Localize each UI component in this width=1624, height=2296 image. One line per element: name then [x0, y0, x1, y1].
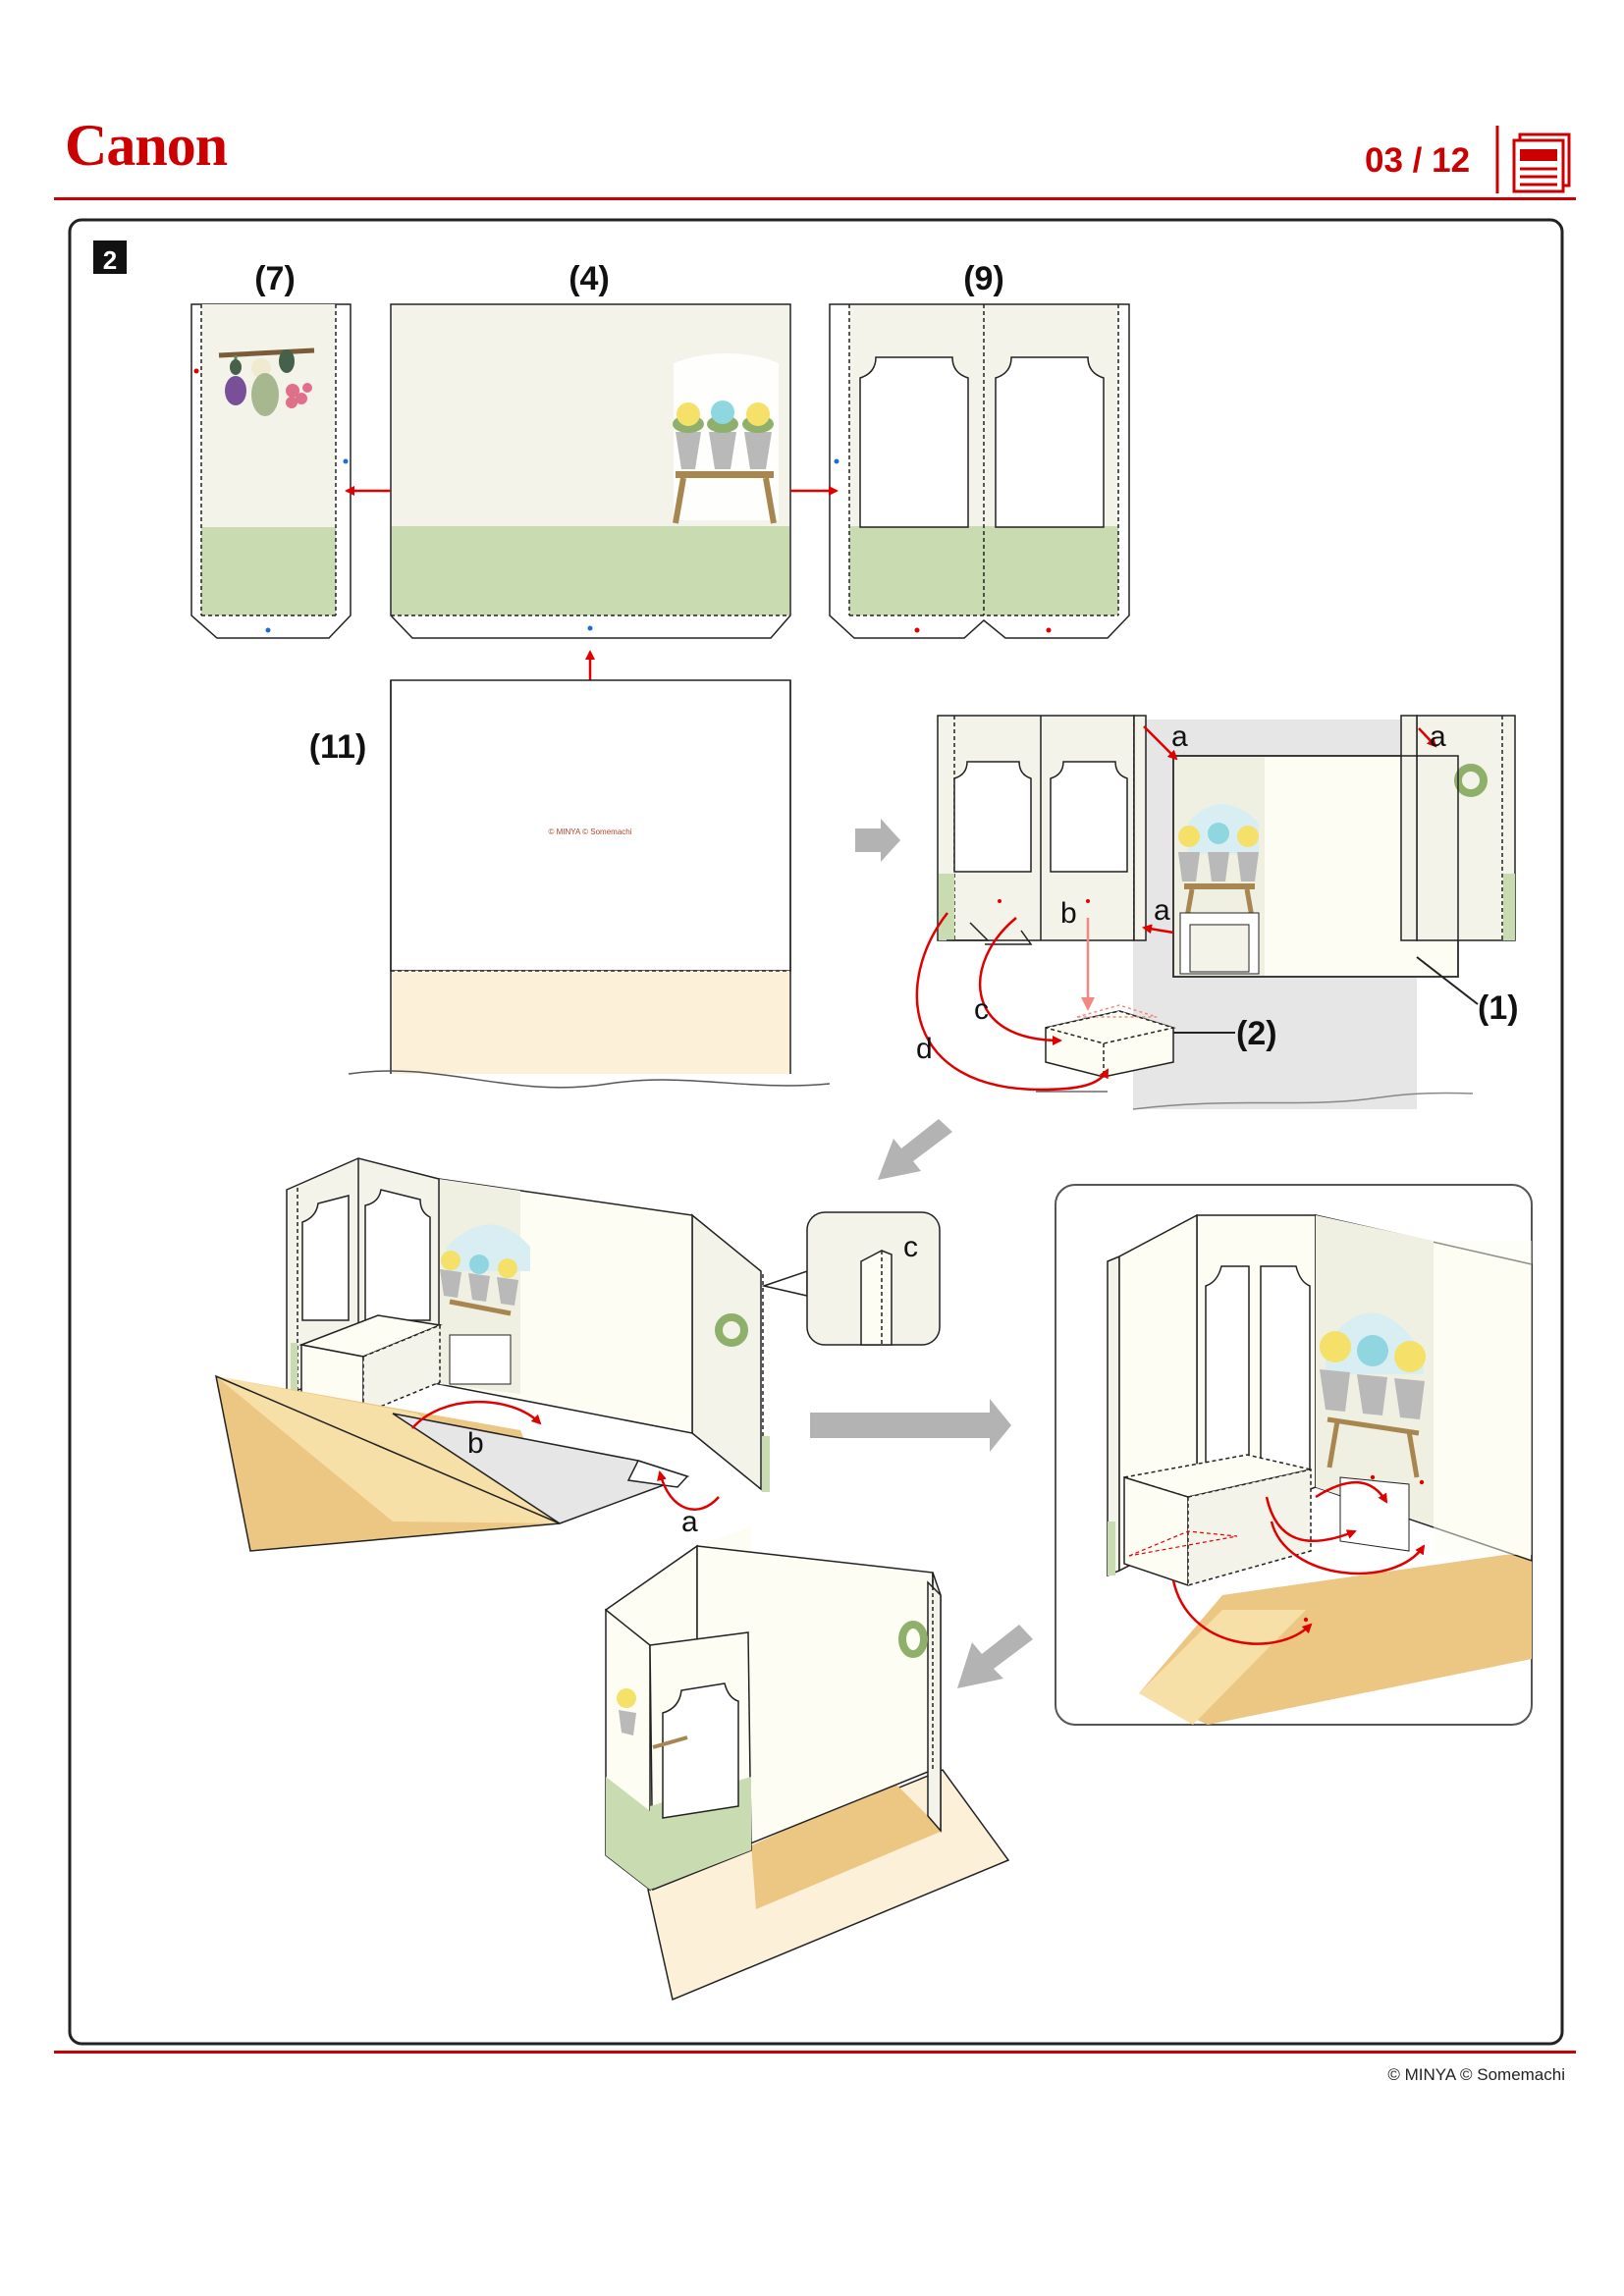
final-assembly: [605, 1526, 1010, 2002]
fold-label-a4: a: [681, 1506, 698, 1538]
fold-label-b2: b: [467, 1427, 484, 1460]
assembly-overview: a a a b c d (1) (2): [915, 715, 1519, 1110]
fold-label-c2: c: [903, 1231, 918, 1263]
flower-stand-illustration: [673, 353, 779, 524]
fold-label-a1: a: [1171, 721, 1188, 753]
hanging-herbs-illustration: [218, 347, 315, 416]
canon-logo: Canon: [65, 113, 228, 178]
footer-rule: [54, 2051, 1576, 2054]
fold-label-d1: d: [916, 1033, 933, 1065]
fold-label-b1: b: [1060, 897, 1077, 930]
part-label-7: (7): [254, 260, 296, 297]
fold-label-a3: a: [1154, 894, 1170, 927]
detail-panel: [1055, 1184, 1533, 1726]
step-arrow-right-large: [810, 1399, 1011, 1452]
part-4-sheet: [390, 303, 791, 639]
step-arrow-diagonal-1: [878, 1119, 952, 1180]
part-label-1: (1): [1478, 989, 1519, 1027]
callout-c-detail: c: [761, 1211, 941, 1346]
step-arrow-diagonal-2: [957, 1625, 1033, 1688]
part-9-sheet: [829, 303, 1130, 639]
part-7-sheet: [190, 303, 352, 639]
fold-label-a2: a: [1430, 721, 1446, 753]
page-number: 03 / 12: [1365, 141, 1471, 180]
part-label-4: (4): [568, 260, 610, 297]
footer-credit: © MINYA © Somemachi: [1387, 2065, 1565, 2084]
fold-label-c1: c: [974, 993, 989, 1026]
assembly-fold-step: b a: [214, 1157, 770, 1552]
svg-text:2: 2: [103, 245, 117, 275]
part-11-sheet: © MINYA © Somemachi: [348, 679, 831, 1089]
manual-icon[interactable]: [1512, 133, 1571, 193]
sheet-credit-text: © MINYA © Somemachi: [549, 828, 632, 836]
part-label-2: (2): [1236, 1015, 1277, 1052]
part-label-11: (11): [309, 728, 367, 766]
part-label-9: (9): [963, 260, 1004, 297]
header-rule: [54, 197, 1576, 200]
step-number-badge: 2: [93, 240, 127, 275]
step-arrow-right-small: [855, 819, 900, 862]
